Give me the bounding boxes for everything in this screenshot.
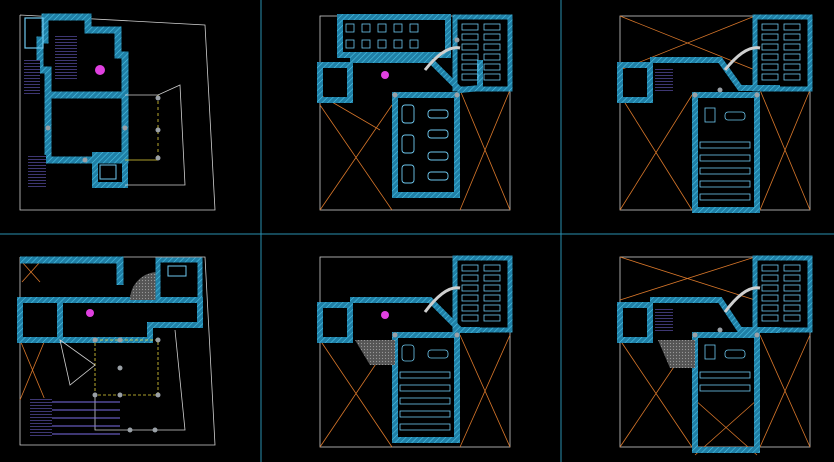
floor-plan-2 xyxy=(317,14,513,211)
floor-plan-5 xyxy=(317,255,513,448)
floor-plan-3 xyxy=(617,14,813,213)
floor-plan-6 xyxy=(617,255,813,456)
floor-plan-4 xyxy=(17,256,216,446)
floor-plan-1 xyxy=(19,13,216,211)
